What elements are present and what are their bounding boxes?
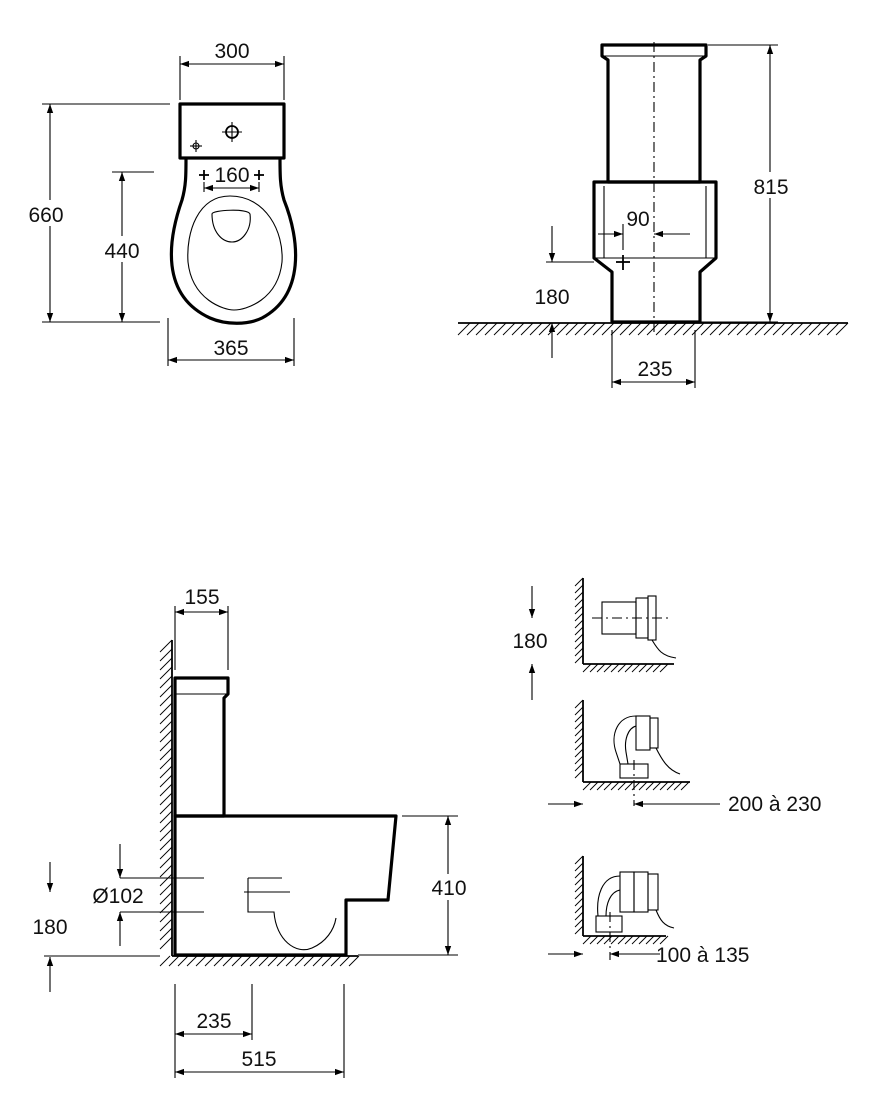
dim-side-outlet-height: 180 [534, 286, 569, 309]
dim-total-depth: 515 [241, 1048, 276, 1071]
dim-side-base-width: 235 [637, 358, 672, 381]
profile-trap [247, 877, 337, 951]
front-bowl-hole [211, 209, 251, 243]
dim-side-total-height: 815 [753, 176, 788, 199]
front-bowl-inner [187, 195, 283, 311]
side-bowl [592, 180, 718, 324]
flush-button-icon [190, 122, 242, 152]
profile-tank [173, 676, 230, 818]
opt-angled-range: 100 à 135 [656, 944, 749, 967]
dim-bowl-height: 440 [104, 240, 139, 263]
fixing-point-icon [199, 170, 264, 180]
dim-pipe-diameter: Ø102 [92, 885, 143, 908]
dim-bowl-width: 365 [213, 337, 248, 360]
opt-horizontal-height: 180 [512, 630, 547, 653]
outlet-horizontal: 180 [512, 577, 677, 700]
profile-bowl [173, 814, 398, 957]
dim-tank-depth: 155 [184, 586, 219, 609]
dim-base-offset: 235 [196, 1010, 231, 1033]
outlet-angled: 100 à 135 [548, 855, 749, 967]
side-view-top: 815 90 180 235 [457, 42, 849, 388]
dim-outlet-offset: 90 [626, 208, 649, 231]
dim-profile-outlet-height: 180 [32, 916, 67, 939]
dim-seat-height: 410 [431, 877, 466, 900]
dim-fixing-spacing: 160 [214, 164, 249, 187]
wall-hatch [159, 639, 173, 950]
front-view: 300 660 440 160 365 [18, 40, 298, 366]
outlet-vertical: 200 à 230 [548, 699, 821, 816]
outlet-options: 180 200 à 230 [512, 577, 821, 967]
front-tank [178, 102, 286, 160]
floor-hatch [457, 322, 849, 336]
front-bowl-outline [169, 157, 298, 325]
side-view-bottom: Ø102 180 155 410 235 515 [32, 586, 474, 1078]
dim-total-height: 660 [28, 204, 63, 227]
dim-tank-width: 300 [214, 40, 249, 63]
floor-hatch-bottom [159, 955, 360, 967]
opt-vertical-range: 200 à 230 [728, 793, 821, 816]
